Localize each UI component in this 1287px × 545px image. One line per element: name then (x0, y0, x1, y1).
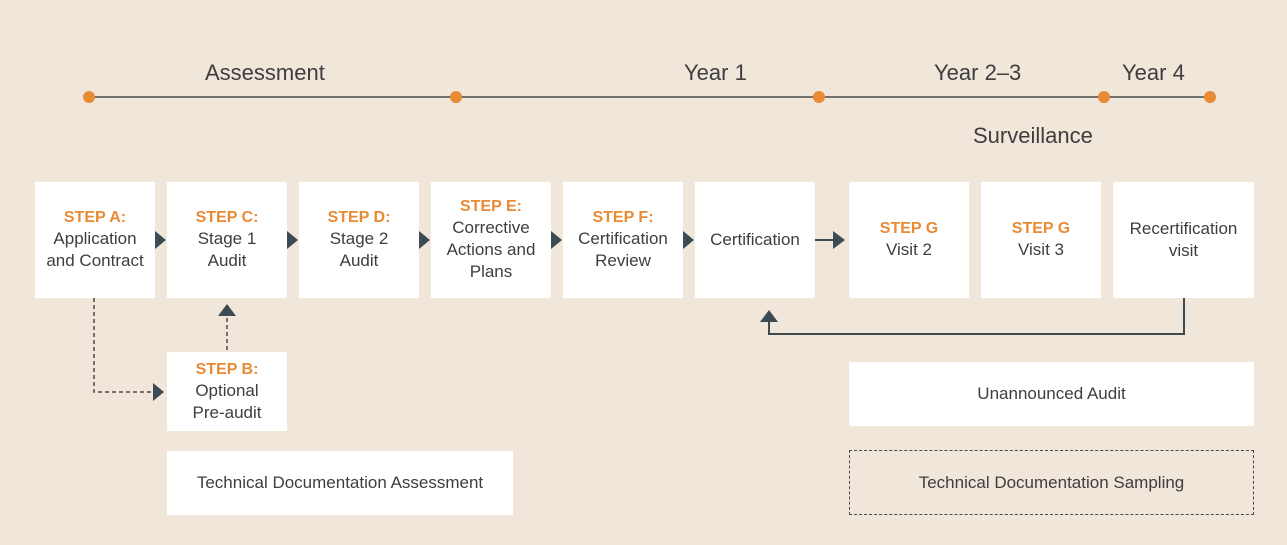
timeline-label-year-1: Year 1 (684, 60, 747, 85)
timeline-label-year-2-3: Year 2–3 (934, 60, 1022, 85)
arrow-up-icon (760, 310, 778, 322)
unannounced-audit-box: Unannounced Audit (849, 362, 1254, 426)
timeline-dot (1204, 91, 1216, 103)
step-g-visit-3-box: STEP G Visit 3 (981, 182, 1101, 298)
step-label: STEP B: (195, 360, 259, 378)
step-text: Visit 2 (886, 240, 932, 259)
arrow-right-icon (155, 231, 166, 249)
dashed-connector (93, 298, 153, 393)
tech-doc-assessment-box: Technical Documentation Assessment (167, 451, 513, 515)
step-text: Certification Review (578, 229, 668, 270)
step-g-visit-2-box: STEP G Visit 2 (849, 182, 969, 298)
step-label: STEP A: (63, 209, 127, 226)
timeline-label-year-4: Year 4 (1122, 60, 1185, 85)
arrow-up-icon (218, 304, 236, 316)
step-text: Optional Pre-audit (192, 380, 262, 422)
arrow-right-icon (153, 383, 164, 401)
step-label: STEP G (879, 220, 939, 237)
recertification-box: Recertification visit (1113, 182, 1254, 298)
step-e-box: STEP E: Corrective Actions and Plans (431, 182, 551, 298)
arrow-right-icon (833, 231, 845, 249)
step-label: STEP E: (460, 198, 522, 215)
step-label: STEP C: (195, 209, 259, 226)
timeline-label-assessment: Assessment (205, 60, 325, 85)
timeline-dot (813, 91, 825, 103)
step-b-box: STEP B: Optional Pre-audit (167, 352, 287, 431)
step-text: Corrective Actions and Plans (446, 218, 536, 281)
step-label: STEP G (1011, 220, 1071, 237)
arrow-right-icon (683, 231, 694, 249)
step-text: Application and Contract (46, 229, 144, 270)
certification-box: Certification (695, 182, 815, 298)
step-label: STEP D: (327, 209, 391, 226)
step-text: Stage 1 Audit (197, 229, 257, 270)
timeline-dot (1098, 91, 1110, 103)
arrow-right-icon (419, 231, 430, 249)
step-f-box: STEP F: Certification Review (563, 182, 683, 298)
step-c-box: STEP C: Stage 1 Audit (167, 182, 287, 298)
step-text: Stage 2 Audit (329, 229, 389, 270)
tech-doc-sampling-box: Technical Documentation Sampling (849, 450, 1254, 515)
timeline-dot (83, 91, 95, 103)
arrow-right-icon (287, 231, 298, 249)
arrow-right-icon (551, 231, 562, 249)
step-label: STEP F: (592, 209, 654, 226)
step-text: Recertification visit (1129, 219, 1238, 260)
step-d-box: STEP D: Stage 2 Audit (299, 182, 419, 298)
step-text: Visit 3 (1018, 240, 1064, 259)
step-a-box: STEP A: Application and Contract (35, 182, 155, 298)
loop-connector (768, 298, 1185, 335)
timeline-dot (450, 91, 462, 103)
step-text: Certification (710, 230, 800, 249)
surveillance-label: Surveillance (973, 123, 1093, 148)
